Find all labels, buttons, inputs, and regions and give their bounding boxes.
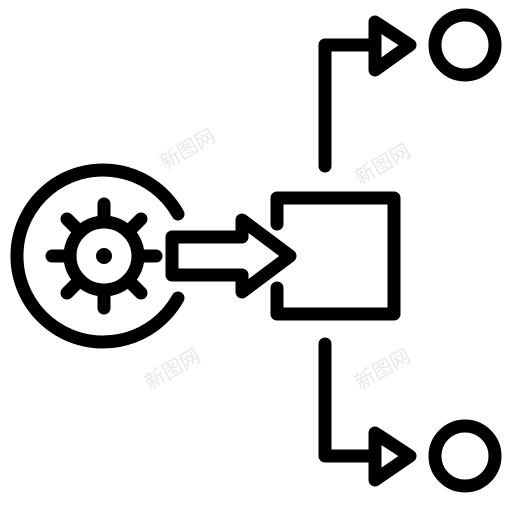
arrow-right-icon: [165, 213, 297, 299]
watermark-text: 新图网: [351, 344, 415, 395]
gear-icon: [45, 197, 163, 315]
circle-node-icon: [428, 8, 502, 82]
gear-ring-icon: [10, 163, 185, 349]
watermark-text: 新图网: [141, 344, 205, 395]
watermark-text: 新图网: [351, 139, 415, 190]
box-icon: [270, 191, 401, 321]
branch-arrow-down-icon: [318, 337, 417, 487]
circle-node-icon: [428, 419, 502, 493]
branch-arrow-up-icon: [318, 15, 417, 173]
watermark-text: 新图网: [156, 124, 220, 175]
